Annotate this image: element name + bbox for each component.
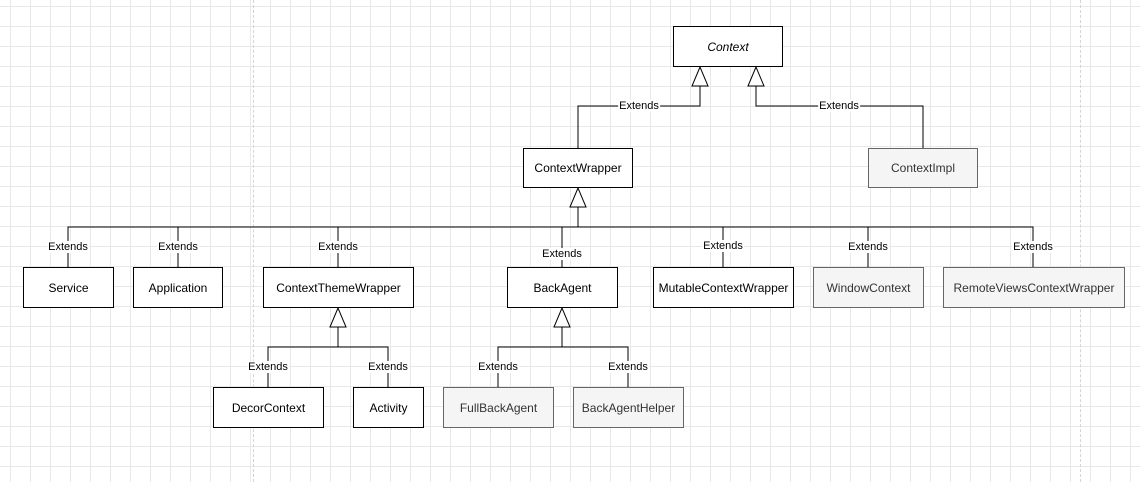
edge-label: Extends (702, 240, 744, 252)
node-mutable-context-wrapper[interactable]: MutableContextWrapper (653, 267, 794, 308)
node-service[interactable]: Service (23, 267, 114, 308)
edge-label: Extends (477, 361, 519, 373)
node-back-agent[interactable]: BackAgent (507, 267, 618, 308)
edge-contextimpl-context (755, 86, 924, 148)
edge-label: Extends (157, 241, 199, 253)
edge-backagenthelper-backagent (562, 346, 629, 387)
edge-label: Extends (847, 241, 889, 253)
node-decor-context[interactable]: DecorContext (213, 387, 324, 428)
arrowhead-contextwrapper (569, 186, 587, 208)
arrowhead-context-left (691, 65, 709, 87)
edge-label: Extends (47, 241, 89, 253)
edge-service-contextwrapper (67, 207, 579, 267)
node-activity[interactable]: Activity (353, 387, 424, 428)
node-context[interactable]: Context (673, 26, 783, 67)
edge-label: Extends (607, 361, 649, 373)
node-context-theme-wrapper[interactable]: ContextThemeWrapper (263, 267, 414, 308)
edge-fullbackagent-backagent (497, 327, 563, 387)
node-window-context[interactable]: WindowContext (813, 267, 924, 308)
node-context-wrapper[interactable]: ContextWrapper (523, 148, 633, 188)
node-full-back-agent[interactable]: FullBackAgent (443, 387, 554, 428)
page-break-line-right (1080, 0, 1081, 482)
edge-label: Extends (247, 361, 289, 373)
node-application[interactable]: Application (133, 267, 223, 308)
arrowhead-backagent (553, 306, 571, 328)
edge-contextwrapper-context (577, 86, 701, 148)
edge-activity-contextthemewrapper (338, 346, 389, 387)
arrowhead-context-right (747, 65, 765, 87)
edge-decorcontext-contextthemewrapper (267, 327, 339, 387)
node-remote-views-context-wrapper[interactable]: RemoteViewsContextWrapper (943, 267, 1125, 308)
arrowhead-contextthemewrapper (329, 306, 347, 328)
edge-remoteviews-contextwrapper (578, 226, 1034, 267)
page-break-line-left (253, 0, 254, 482)
edge-label: Extends (541, 248, 583, 260)
edge-label: Extends (818, 100, 860, 112)
node-back-agent-helper[interactable]: BackAgentHelper (573, 387, 684, 428)
edge-label: Extends (618, 100, 660, 112)
edge-label: Extends (367, 361, 409, 373)
edge-label: Extends (317, 241, 359, 253)
node-context-impl[interactable]: ContextImpl (868, 148, 978, 188)
edge-label: Extends (1012, 241, 1054, 253)
